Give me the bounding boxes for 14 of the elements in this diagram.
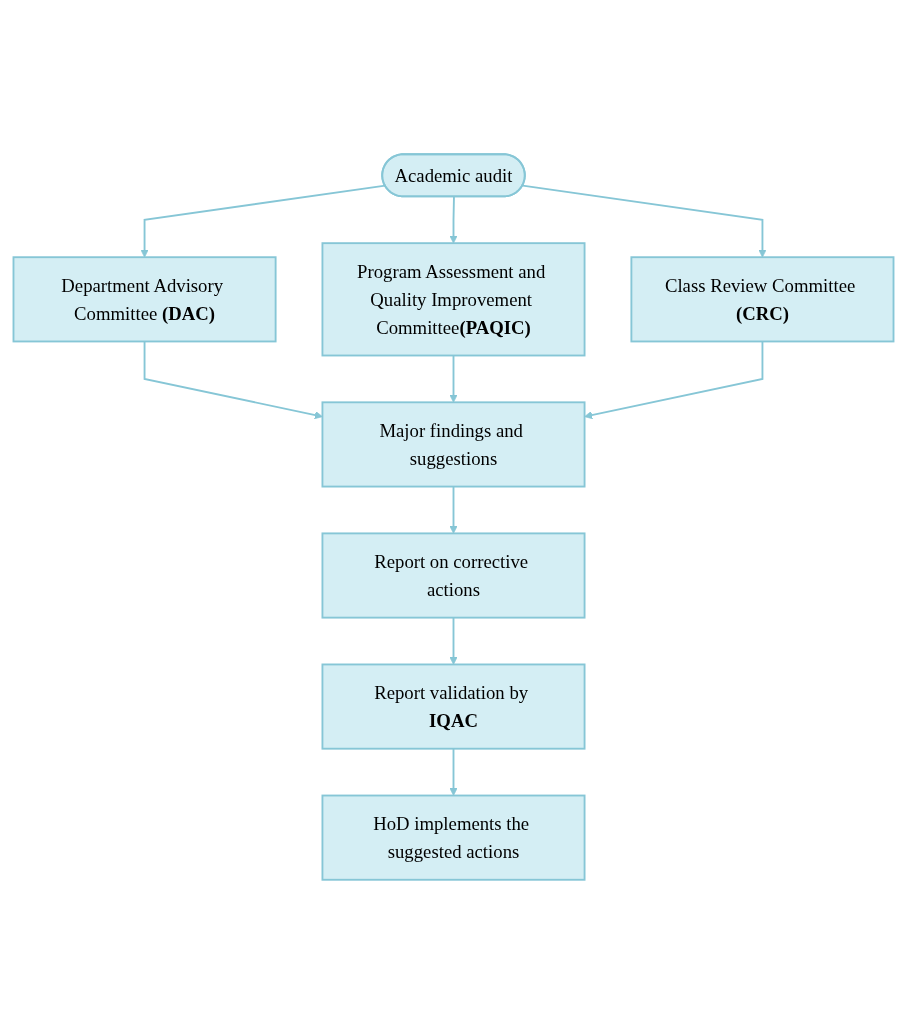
node-box: Report on corrective actions: [321, 532, 586, 619]
node-box: HoD implements the suggested actions: [321, 794, 586, 881]
arrow: [449, 485, 458, 534]
node-box: Class Review Committee (CRC): [630, 256, 895, 343]
arrow: [449, 616, 458, 665]
arrow: [449, 354, 458, 403]
arrow: [449, 195, 458, 244]
node-box: Major findings and suggestions: [321, 401, 586, 488]
node-box: Report validation by IQAC: [321, 663, 586, 750]
arrow: [449, 747, 458, 796]
arrow: [584, 340, 764, 420]
node-box: Department Advisory Committee (DAC): [12, 256, 277, 343]
arrow: [143, 340, 323, 420]
node-box: Program Assessment and Quality Improvement Committee(PAQIC): [321, 242, 586, 357]
